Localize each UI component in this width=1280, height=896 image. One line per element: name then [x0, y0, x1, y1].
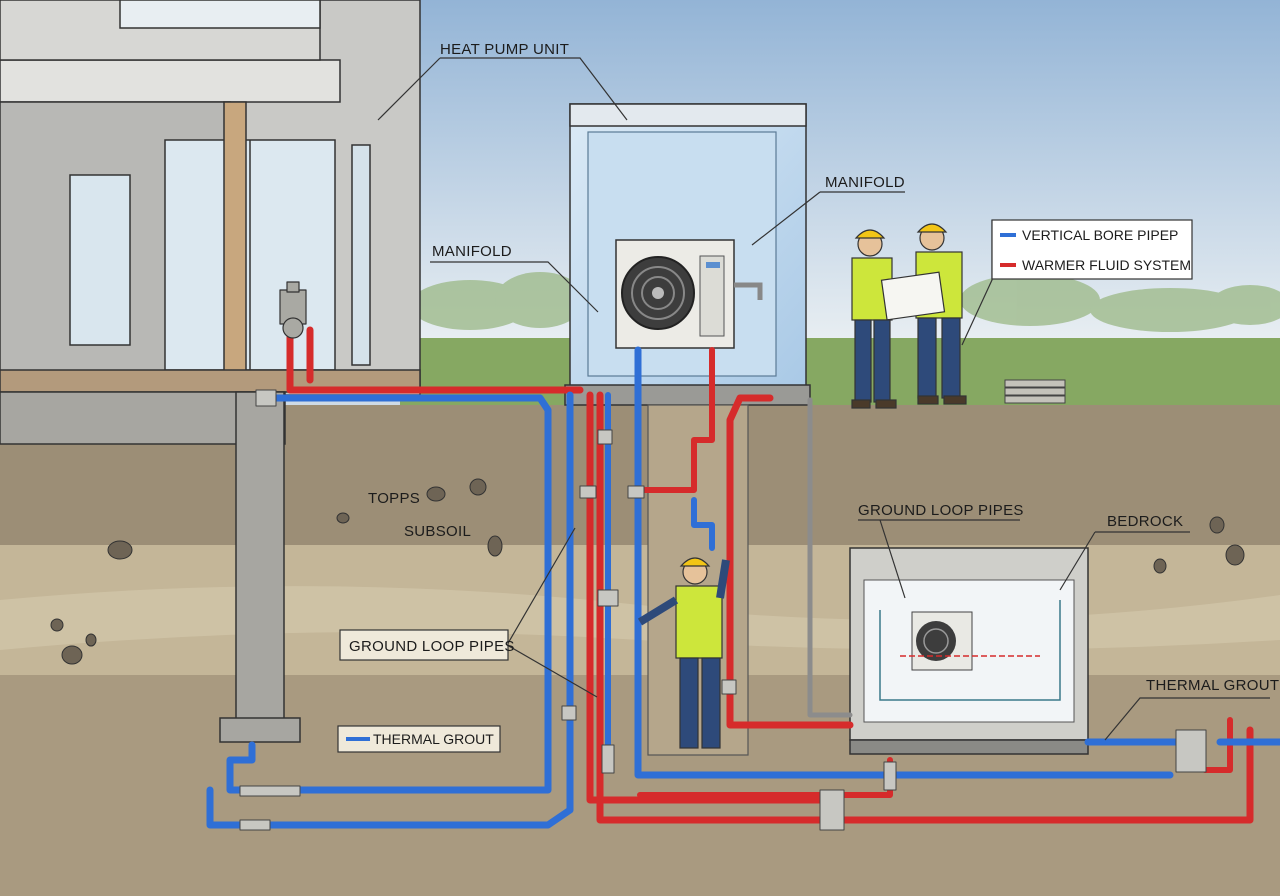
legend-label-blue: VERTICAL BORE PIPEP: [1022, 227, 1178, 243]
ground-loop-box: [849, 547, 1089, 755]
warm-pipe: [1202, 717, 1233, 773]
legend-label-red: WARMER FLUID SYSTEM: [1022, 257, 1191, 273]
bottom-legend: THERMAL GROUT: [337, 725, 501, 753]
house: [0, 0, 421, 396]
legend: VERTICAL BORE PIPEP WARMER FLUID SYSTEM: [991, 219, 1193, 280]
warm-pipe: [596, 391, 1254, 824]
leader-lines: [377, 57, 1270, 741]
label-manifold-left: MANIFOLD: [432, 243, 512, 260]
porch-post: [223, 101, 247, 393]
grey-pipe: [807, 397, 853, 718]
cold-pipe: [206, 391, 574, 829]
fan-icon-small: [916, 621, 956, 661]
label-bedrock: BEDROCK: [1107, 513, 1183, 530]
grass-surface: [400, 338, 1280, 410]
warm-pipe: [637, 347, 715, 493]
label-ground-loop-pipes-left: GROUND LOOP PIPES: [349, 638, 515, 655]
bottom-legend-label: THERMAL GROUT: [373, 731, 494, 747]
house-valve: [279, 281, 307, 339]
callout-ground-loop-pipes: GROUND LOOP PIPES: [339, 629, 515, 661]
distant-trees: [410, 272, 1280, 332]
house-window: [351, 144, 371, 366]
warm-pipe: [586, 391, 824, 804]
heat-pump-fan-unit: [615, 239, 763, 349]
worker-right: [880, 223, 967, 405]
warm-pipe: [286, 316, 584, 394]
label-thermal-grout-right: THERMAL GROUT: [1146, 677, 1279, 694]
worker-in-shaft: [637, 557, 730, 749]
concrete-foundation: [0, 391, 301, 743]
house-window: [69, 174, 131, 346]
pipe-network: [206, 281, 1280, 831]
cold-pipe: [691, 497, 715, 551]
warm-pipe: [726, 394, 854, 729]
house-window-upper: [119, 0, 321, 29]
soil-stones: [50, 478, 1245, 665]
stacked-boards: [1004, 379, 1066, 404]
cold-pipe: [226, 394, 552, 794]
label-topsoil: TOPPS: [368, 490, 420, 507]
label-manifold-right: MANIFOLD: [825, 174, 905, 191]
label-ground-loop-pipes-right: GROUND LOOP PIPES: [858, 502, 1024, 519]
label-subsoil: SUBSOIL: [404, 523, 471, 540]
label-heat-pump-unit: HEAT PUMP UNIT: [440, 41, 569, 58]
